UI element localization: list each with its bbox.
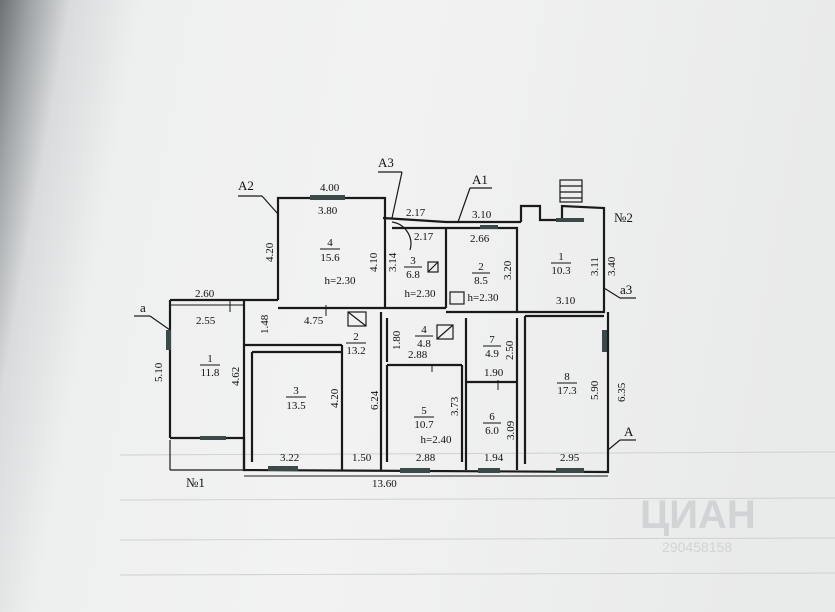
dimension-lines <box>170 300 608 477</box>
dim: 3.10 <box>472 209 492 221</box>
windows <box>166 195 607 473</box>
room-number: 3 <box>293 385 299 397</box>
watermark: ЦИАН 290458158 <box>640 493 756 555</box>
room-number: 1 <box>558 251 564 263</box>
dim: 3.22 <box>280 452 299 464</box>
stairs-and-fixtures <box>347 179 583 340</box>
dim: 3.40 <box>606 256 618 276</box>
dim: 1.90 <box>484 367 504 379</box>
dim: 13.60 <box>372 478 397 490</box>
label-a-right: A <box>624 424 634 439</box>
dim: 2.55 <box>196 315 216 327</box>
dim: 2.66 <box>470 233 490 245</box>
room-area: 10.3 <box>551 265 571 277</box>
room-number: 3 <box>410 255 416 267</box>
room-area: 6.0 <box>485 425 499 437</box>
room-area: 4.9 <box>485 348 499 360</box>
dim: 5.10 <box>153 362 165 382</box>
room-area: 13.2 <box>346 345 365 357</box>
dim: 4.20 <box>264 242 276 262</box>
watermark-brand: ЦИАН <box>640 493 756 537</box>
room-number: 5 <box>421 405 427 417</box>
dim: 3.80 <box>318 205 338 217</box>
room-height: h=2.40 <box>421 434 452 446</box>
dim: 3.11 <box>589 257 601 276</box>
dim: 3.73 <box>449 396 461 416</box>
dim: 6.24 <box>369 390 381 410</box>
dim: 1.50 <box>352 452 372 464</box>
room-number: 2 <box>353 331 359 343</box>
label-no1: №1 <box>186 475 205 490</box>
room-area: 4.8 <box>417 338 431 350</box>
dim: 1.48 <box>259 314 271 334</box>
room-height: h=2.30 <box>405 288 436 300</box>
label-no2: №2 <box>614 210 633 225</box>
label-a3-top: A3 <box>378 155 394 170</box>
room-area: 17.3 <box>557 385 577 397</box>
room-number: 7 <box>489 334 495 346</box>
dim: 2.60 <box>195 288 215 300</box>
label-a1: A1 <box>472 172 488 187</box>
dim: 4.75 <box>304 315 324 327</box>
dim: 2.88 <box>408 349 428 361</box>
room-area: 15.6 <box>320 252 340 264</box>
room-labels: 4 15.6 h=2.30 3 6.8 h=2.30 2 8.5 h=2.30 … <box>200 237 577 446</box>
dim: 3.20 <box>502 260 514 280</box>
dim: 1.80 <box>391 330 403 350</box>
room-area: 13.5 <box>286 400 306 412</box>
label-a-left: a <box>140 300 146 315</box>
dim: 4.62 <box>230 367 242 386</box>
dim: 2.88 <box>416 452 436 464</box>
section-leaders <box>134 171 636 471</box>
room-number: 4 <box>327 237 333 249</box>
dim: 4.00 <box>320 182 340 194</box>
room-height: h=2.30 <box>468 292 499 304</box>
watermark-number: 290458158 <box>662 539 732 555</box>
room-number: 2 <box>478 261 484 273</box>
section-labels: A2 A3 A1 №2 a3 a A №1 <box>140 155 634 490</box>
dim: 1.94 <box>484 452 504 464</box>
room-number: 6 <box>489 411 495 423</box>
room-number: 4 <box>421 324 427 336</box>
walls <box>168 196 610 474</box>
dim: 4.10 <box>368 252 380 272</box>
dim: 2.50 <box>504 340 516 360</box>
dim: 3.09 <box>505 420 517 440</box>
room-area: 11.8 <box>201 367 220 379</box>
dim: 5.90 <box>589 380 601 400</box>
room-area: 6.8 <box>406 269 420 281</box>
dimension-labels: 4.00 3.80 4.20 4.10 2.17 2.17 3.10 2.66 … <box>153 182 628 490</box>
room-number: 1 <box>207 353 213 365</box>
label-a3-right: a3 <box>620 282 632 297</box>
dim: 3.14 <box>387 252 399 272</box>
room-area: 10.7 <box>414 419 434 431</box>
dim: 3.10 <box>556 295 576 307</box>
background-lines <box>119 451 835 576</box>
room-height: h=2.30 <box>325 275 356 287</box>
dim: 2.95 <box>560 452 580 464</box>
dim: 2.17 <box>414 231 434 243</box>
dim: 4.20 <box>329 388 341 408</box>
label-a2: A2 <box>238 178 254 193</box>
room-number: 8 <box>564 371 570 383</box>
room-area: 8.5 <box>474 275 488 287</box>
dim: 2.17 <box>406 207 426 219</box>
dim: 6.35 <box>616 382 628 402</box>
